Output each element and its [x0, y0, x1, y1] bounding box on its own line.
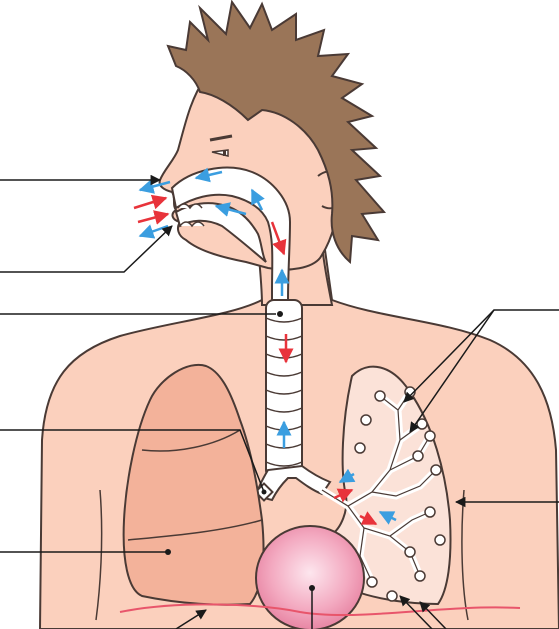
inhale-arrow-icon	[138, 214, 168, 222]
right-lung-dot	[165, 549, 171, 555]
trachea-dot	[277, 311, 283, 317]
pupil	[223, 150, 226, 156]
inhale-arrow-icon	[134, 198, 166, 208]
trachea	[266, 300, 302, 478]
